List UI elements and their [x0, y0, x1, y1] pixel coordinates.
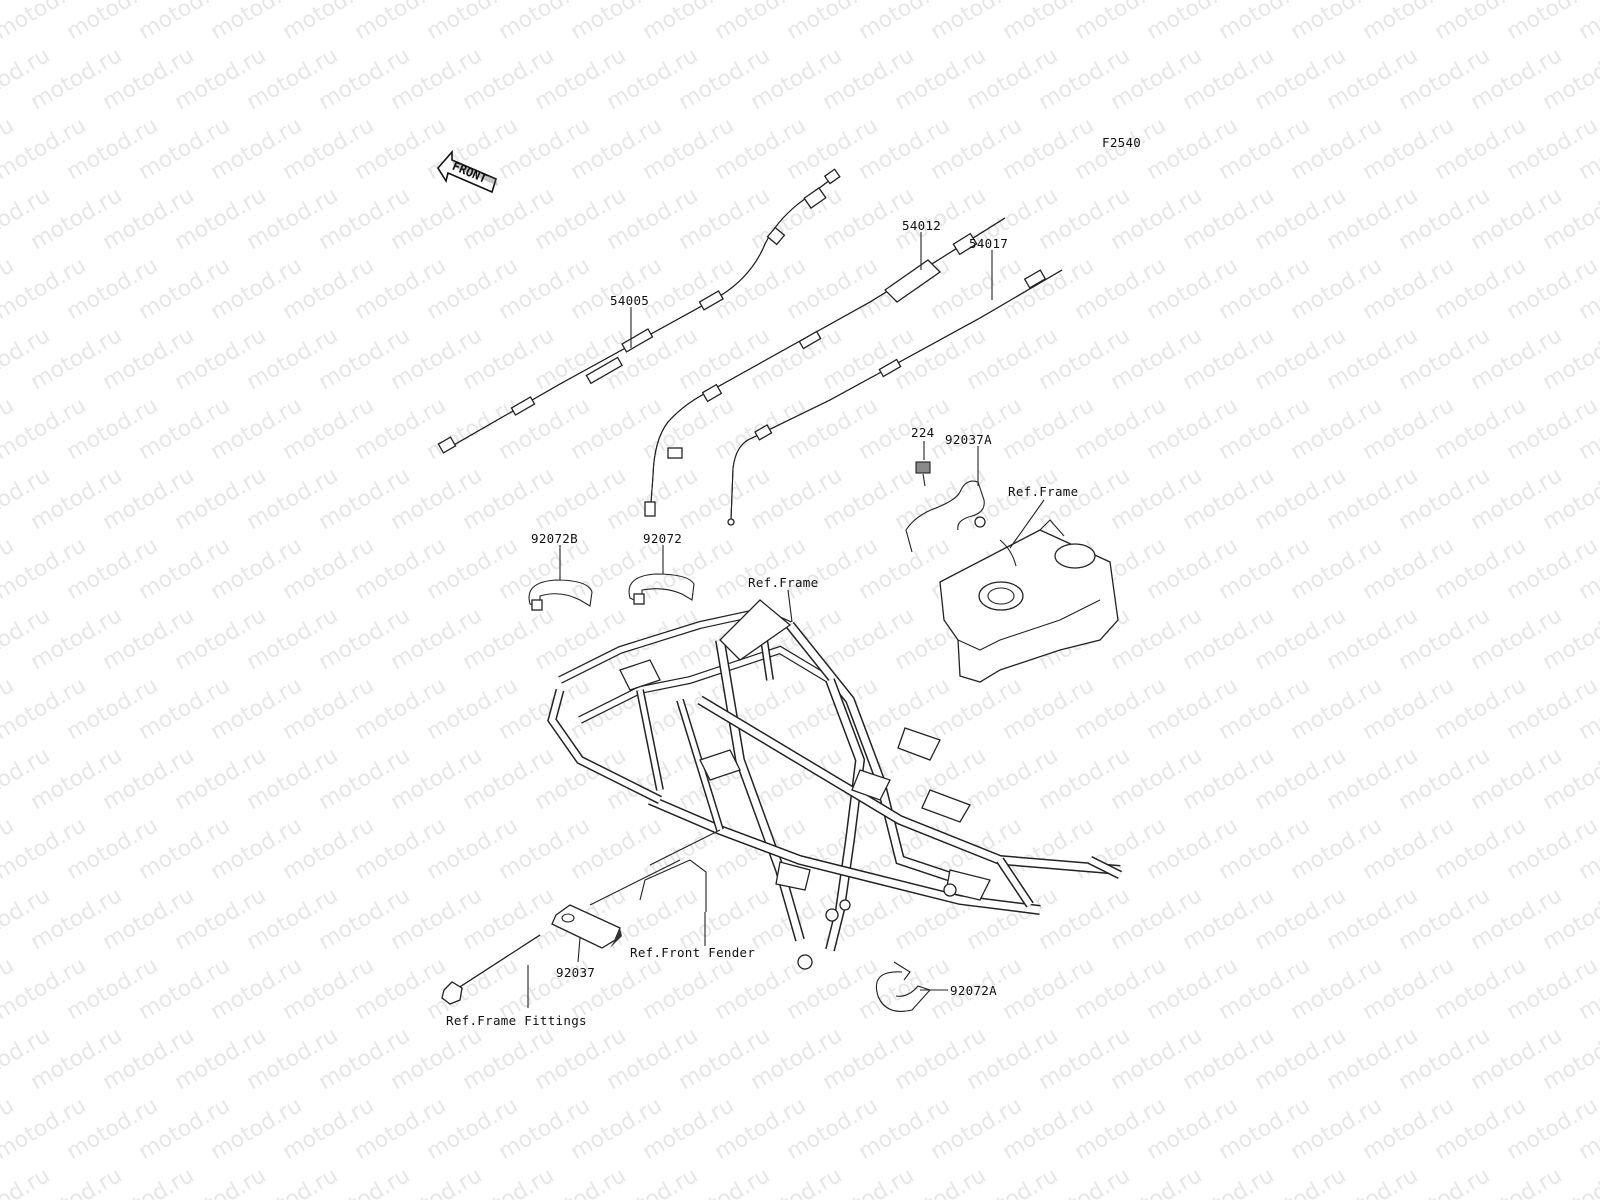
band-92072[interactable] — [628, 573, 695, 605]
cable-54012[interactable] — [644, 217, 1006, 517]
watermark-text: motod.ru — [0, 1163, 54, 1200]
leader-ref-frame-2 — [1009, 499, 1045, 549]
label-ref-frame-1[interactable]: Ref.Frame — [748, 575, 818, 590]
label-54012[interactable]: 54012 — [902, 218, 941, 233]
label-54017[interactable]: 54017 — [969, 236, 1008, 251]
label-224[interactable]: 224 — [911, 425, 934, 440]
long-bolt[interactable] — [441, 934, 541, 1005]
bolt-224[interactable] — [915, 461, 931, 487]
plate-92037[interactable] — [551, 904, 622, 949]
cable-54005[interactable] — [437, 168, 841, 454]
label-ref-frame-fittings[interactable]: Ref.Frame Fittings — [446, 1013, 587, 1028]
label-54005[interactable]: 54005 — [610, 293, 649, 308]
cable-54017[interactable] — [727, 269, 1063, 526]
fender-stay — [589, 829, 721, 912]
band-92072A[interactable] — [875, 961, 931, 1012]
label-ref-frame-2[interactable]: Ref.Frame — [1008, 484, 1078, 499]
leader-ref-frame-1 — [787, 589, 793, 623]
leader-92037 — [577, 937, 581, 963]
label-ref-front-fender[interactable]: Ref.Front Fender — [630, 945, 755, 960]
label-92072B[interactable]: 92072B — [531, 531, 578, 546]
steering-bracket — [939, 519, 1119, 683]
label-92072[interactable]: 92072 — [643, 531, 682, 546]
frame-assembly — [547, 599, 1123, 970]
band-92072B[interactable] — [528, 579, 593, 611]
clamp-92037A[interactable] — [905, 480, 986, 553]
figure-code: F2540 — [1102, 135, 1141, 150]
label-92037[interactable]: 92037 — [556, 965, 595, 980]
label-92037A[interactable]: 92037A — [945, 432, 992, 447]
label-92072A[interactable]: 92072A — [950, 983, 997, 998]
